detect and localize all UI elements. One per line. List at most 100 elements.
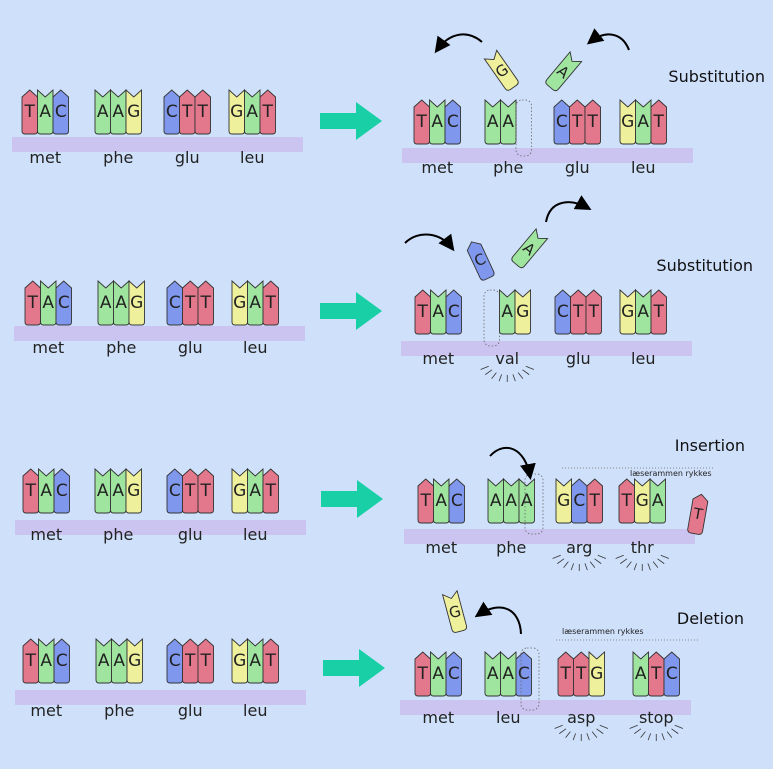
row2-mutated-codon-2-base-2-letter: A	[501, 302, 513, 322]
row4-original-codon-1-base-3-letter: C	[56, 651, 68, 671]
row1-mutated-codon-3-base-3: T	[584, 99, 601, 145]
row1-mutated-codon-2-base-2: A	[500, 98, 517, 145]
row2-mutated-codon-4-base-3-shape	[650, 289, 667, 335]
row3-mutated-codon-3-base-3-shape	[586, 478, 603, 524]
row2-original-codon-2-base-3-letter: G	[130, 293, 143, 313]
row2-mutated-codon-1-base-3: C	[445, 289, 462, 335]
row1-original-codon-3-base-1: C	[163, 89, 180, 135]
row2-mutated-codon-1-base-1-letter: T	[417, 302, 429, 322]
row2-transition-arrow	[320, 292, 382, 330]
row2-entering-arrow	[404, 233, 455, 252]
row2-mutated-codon-4-base-1-letter: G	[621, 302, 634, 322]
row1-mutated-codon-1-base-1-letter: T	[416, 112, 428, 132]
row2-mutated-codon-3-base-3-shape	[585, 289, 602, 335]
row1-mutated-codon-2-label: phe	[493, 158, 523, 177]
row2-original-codon-4-base-3: T	[262, 280, 279, 326]
row3-transition-arrow	[321, 480, 383, 518]
row4-transition-arrow	[323, 649, 385, 687]
row2-original-codon-3-base-2-letter: T	[184, 293, 196, 313]
row2-original-codon-4-base-3-shape	[262, 280, 279, 326]
row3-trailing-base-shape	[687, 493, 709, 535]
row1-original-backbone	[12, 137, 303, 152]
row3-mutated-codon-3-base-3-letter: T	[589, 491, 601, 511]
row1-mutated-codon-1-base-3-letter: C	[447, 112, 459, 132]
row4-original-codon-3-label: glu	[178, 701, 203, 720]
row4-mutated-codon-4-base-3-shape	[663, 651, 680, 697]
row3-mutated-codon-4-base-3: A	[649, 477, 666, 524]
row2-mutated-codon-1-base-2-letter: A	[432, 302, 444, 322]
row1-original-codon-2-base-3: G	[125, 88, 142, 135]
row1-mutated-codon-4-base-1-letter: G	[621, 112, 634, 132]
row3-mutated-codon-4-base-3-shape	[649, 477, 666, 524]
row3-original-codon-3-base-2: T	[182, 468, 199, 514]
row4-mutated-codon-2-base-2-letter: A	[502, 664, 514, 684]
row2-original-codon-4-label: leu	[243, 338, 267, 357]
row3-original-codon-3-base-3-letter: T	[200, 481, 212, 501]
row1-mutated-codon-4-label: leu	[631, 158, 655, 177]
row1-mutated-codon-2-base-1-letter: A	[487, 112, 499, 132]
row2-mutated-codon-4-label: leu	[631, 349, 655, 368]
row4-leaving-base: G	[441, 589, 468, 633]
row3-original-codon-4-base-2: A	[247, 467, 264, 514]
row3-original-codon-1-base-3: C	[53, 468, 70, 514]
row2-original-codon-3-base-1-letter: C	[169, 293, 181, 313]
row4-original-codon-2-base-3: G	[126, 637, 143, 684]
row3-inserting-arrow	[489, 446, 536, 480]
row4-mutated-codon-1-base-1: T	[414, 651, 431, 697]
row2-original-codon-3-base-3: T	[197, 280, 214, 326]
row4-mutated-codon-4-base-3: C	[663, 651, 680, 697]
row4-original-codon-2-label: phe	[104, 701, 134, 720]
row4-mutated-codon-3-base-2: T	[573, 651, 590, 697]
row3-mutated-codon-2-base-1-letter: A	[490, 491, 502, 511]
row4-mutated-codon-3-base-3: G	[588, 650, 605, 697]
row4-original-codon-3-base-3: T	[197, 638, 214, 684]
row3-original-codon-1-base-1: T	[22, 468, 39, 514]
row3-original-codon-1-base-2-letter: A	[40, 481, 52, 501]
row2-mutated-codon-1-base-2: A	[430, 288, 447, 335]
row1-original-codon-1-base-2-letter: A	[39, 102, 51, 122]
row1-mutated-codon-2-base-2-letter: A	[502, 112, 514, 132]
row3-mutated-codon-4-base-2-letter: G	[636, 491, 649, 511]
row1-original-codon-1-base-2: A	[37, 88, 54, 135]
row4-mutated-codon-2-base-3: C	[515, 651, 532, 697]
row1-mutated-codon-1-label: met	[421, 158, 453, 177]
row3-original-backbone	[15, 520, 306, 535]
row3-mutated-codon-4-base-2: G	[634, 477, 651, 524]
row4-original-codon-4-base-3-letter: T	[265, 651, 277, 671]
row3-mutated-codon-4-burst	[615, 554, 670, 571]
row2-original-codon-3-base-3-letter: T	[200, 293, 212, 313]
row2-mutated-codon-2-label: val	[495, 349, 519, 368]
row3-original-codon-3-base-1: C	[166, 468, 183, 514]
row3-original-codon-4-base-3-letter: T	[265, 481, 277, 501]
row4-original-codon-2-base-3-shape	[126, 637, 143, 684]
row2-mutated-codon-2-base-1	[483, 289, 500, 347]
row4-mutated-codon-1-base-3: C	[445, 651, 462, 697]
row4-mutated-codon-1-base-3-letter: C	[448, 664, 460, 684]
row2-mutated-codon-1-base-1: T	[414, 289, 431, 335]
row4-leaving-base-shape	[441, 589, 468, 633]
row3-original-codon-2-label: phe	[103, 525, 133, 544]
row2-mutated-codon-4-base-1: G	[619, 288, 636, 335]
row2-leaving-base: A	[511, 227, 549, 269]
row4-original-codon-2-base-3-letter: G	[128, 651, 141, 671]
row4-mutated-codon-2-base-1: A	[484, 650, 501, 697]
row4-original-codon-3-base-1-letter: C	[169, 651, 181, 671]
row1-original-codon-2-base-1-letter: A	[97, 102, 109, 122]
row1-original-codon-1-base-3: C	[52, 89, 69, 135]
row1-mutated-codon-1-base-3: C	[444, 99, 461, 145]
row4-original-codon-4-base-2-letter: A	[249, 651, 261, 671]
row3-original-codon-1-base-3-shape	[53, 468, 70, 514]
row3-original-codon-3-base-3: T	[197, 468, 214, 514]
row4-mutated-codon-3-base-1: T	[557, 651, 574, 697]
row2-original-codon-2-base-3: G	[128, 279, 145, 326]
row3-mutated-codon-1-label: met	[425, 538, 457, 557]
row3-original-codon-1-base-2: A	[38, 467, 55, 514]
row1-mutated-codon-3-base-2: T	[569, 99, 586, 145]
row4-original-codon-4-base-1: G	[231, 637, 248, 684]
row2-mutated-codon-3-base-1-letter: C	[557, 302, 569, 322]
row3-mutated-codon-1-base-3-letter: C	[451, 491, 463, 511]
row1-original-codon-4-base-3: T	[259, 89, 276, 135]
row3-original-codon-2-base-3-shape	[125, 467, 142, 514]
row1-original-codon-4-base-1-letter: G	[230, 102, 243, 122]
